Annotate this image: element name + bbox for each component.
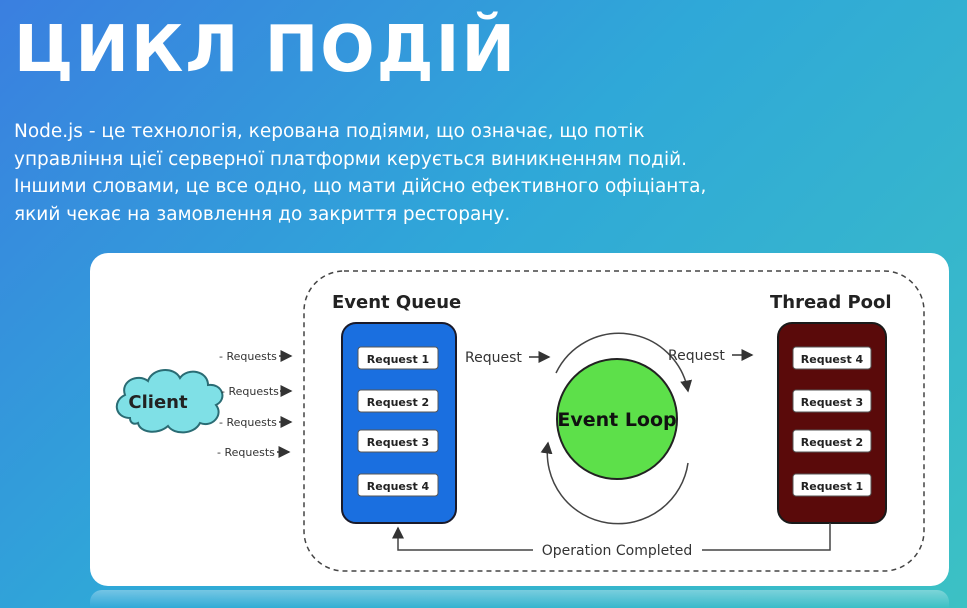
event-queue-heading: Event Queue <box>332 292 461 313</box>
return-path-left <box>392 526 533 551</box>
request-to-pool-label: Request <box>668 348 725 364</box>
queue-item <box>357 473 439 497</box>
thread-pool-heading: Thread Pool <box>770 292 892 313</box>
description-line: Node.js - це технологія, керована подіям… <box>14 121 645 142</box>
description-line: управління цієї серверної платформи керу… <box>14 148 687 170</box>
request-to-loop-label: Request <box>465 350 522 366</box>
client-label: Client <box>128 392 188 413</box>
pool-item <box>792 389 872 413</box>
diagram-panel: Client - Requests - Requests - Requests … <box>90 253 949 586</box>
event-loop-circle <box>556 358 678 480</box>
pool-item-label: Request 1 <box>801 480 863 493</box>
client-requests: - Requests - Requests - Requests - Reque… <box>217 350 293 459</box>
thread-pool-box <box>777 322 887 524</box>
client-request-label: - Requests <box>217 446 275 459</box>
dashed-boundary <box>303 270 925 572</box>
pool-item-label: Request 4 <box>801 353 864 366</box>
panel-reflection <box>90 590 949 608</box>
pool-item-label: Request 2 <box>801 436 863 449</box>
loop-arrow-bottom <box>540 441 689 525</box>
operation-completed-label: Operation Completed <box>542 543 692 559</box>
client-request-label: - Requests <box>219 416 277 429</box>
loop-arrow-top <box>555 332 693 393</box>
event-queue-box <box>341 322 457 524</box>
event-queue-items: Request 1 Request 2 Request 3 Request 4 <box>357 346 439 497</box>
event-loop: Event Loop <box>540 332 693 525</box>
queue-item-label: Request 4 <box>367 480 430 493</box>
slide-title: ЦИКЛ ПОДІЙ <box>14 13 518 87</box>
description: Node.js - це технологія, керована подіям… <box>14 118 814 228</box>
description-line: Іншими словами, це все одно, що мати дій… <box>14 176 707 197</box>
queue-item <box>357 389 439 413</box>
event-loop-label: Event Loop <box>557 409 676 431</box>
queue-item <box>357 346 439 370</box>
pool-item-label: Request 3 <box>801 396 863 409</box>
client-request-label: - Requests <box>221 385 279 398</box>
queue-item-label: Request 3 <box>367 436 429 449</box>
client-cloud: Client <box>115 369 224 434</box>
pool-item <box>792 429 872 453</box>
pool-item <box>792 346 872 370</box>
thread-pool-items: Request 4 Request 3 Request 2 Request 1 <box>792 346 872 497</box>
queue-item-label: Request 1 <box>367 353 429 366</box>
return-path-right <box>702 523 831 551</box>
event-loop-diagram: Client - Requests - Requests - Requests … <box>115 270 925 572</box>
queue-item-label: Request 2 <box>367 396 429 409</box>
client-request-label: - Requests <box>219 350 277 363</box>
pool-item <box>792 473 872 497</box>
queue-item <box>357 429 439 453</box>
description-line: який чекає на замовлення до закриття рес… <box>14 203 511 225</box>
